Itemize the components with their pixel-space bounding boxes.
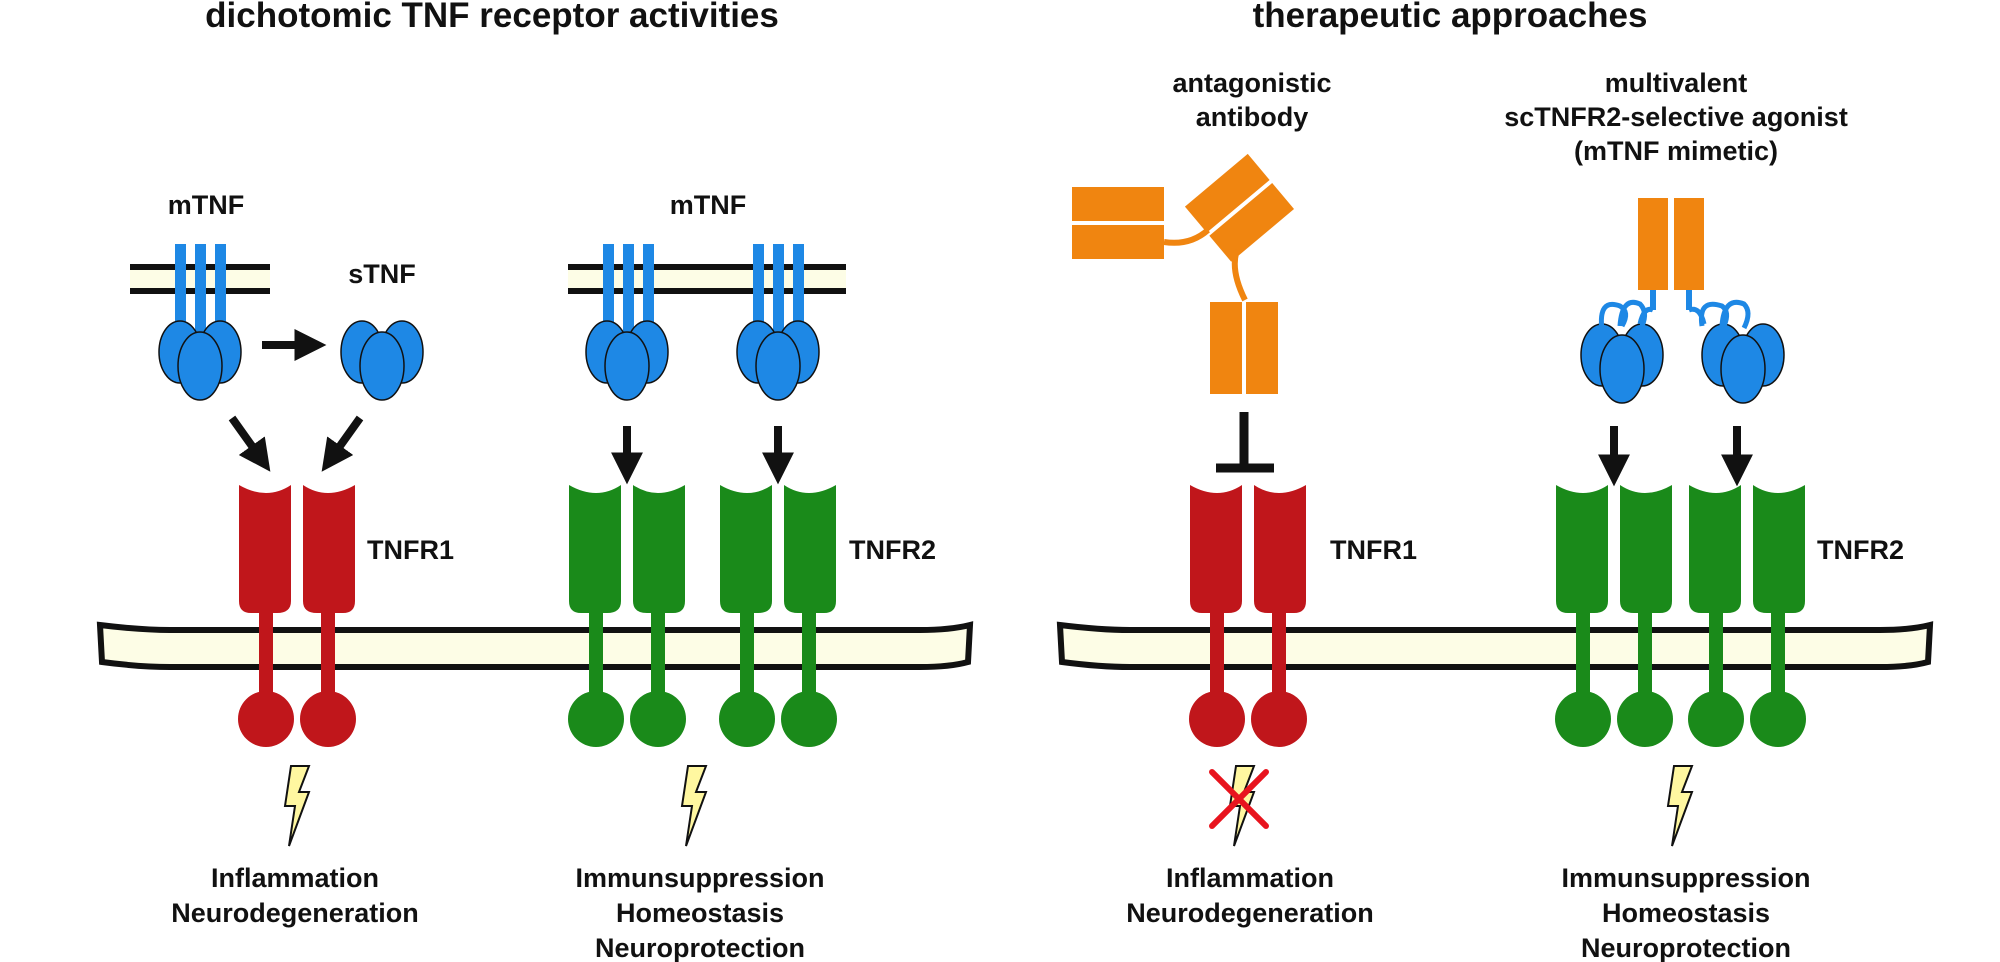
antibody-label-line-2: antibody <box>1196 102 1309 132</box>
cell-membrane-left <box>96 621 974 670</box>
tnfr2-receptor-right-b <box>1688 485 1806 747</box>
tnfr2-outcome-right-line-1: Immunsuppression <box>1561 863 1810 893</box>
tnfr1-label-right: TNFR1 <box>1330 535 1417 565</box>
tnfr2-receptor-left-a <box>568 485 686 747</box>
lightning-icon <box>284 765 310 847</box>
tnfr2-outcome-right-line-3: Neuroprotection <box>1581 933 1791 962</box>
lightning-icon <box>1667 765 1693 847</box>
inhibition-bar <box>1216 412 1274 473</box>
tnfr1-receptor-left <box>238 485 356 747</box>
antagonistic-antibody <box>1072 153 1295 394</box>
tnfr2-receptor-right-a <box>1555 485 1673 747</box>
blocked-cross-icon <box>1209 769 1269 829</box>
arrow-mtnf-to-tnfr1 <box>228 415 271 472</box>
arrow-stnf-to-tnfr1 <box>321 415 364 472</box>
tnfr2-outcome-line-2: Homeostasis <box>616 898 784 928</box>
tnfr1-outcome-line-1: Inflammation <box>211 863 379 893</box>
mtnf-label-left: mTNF <box>168 190 245 220</box>
tnfr2-agonist <box>1580 198 1785 404</box>
cell-membrane-right <box>1056 621 1934 670</box>
tnfr2-outcome-line-3: Neuroprotection <box>595 933 805 962</box>
tnfr1-outcome-right-line-2: Neurodegeneration <box>1126 898 1374 928</box>
lightning-icon <box>681 765 707 847</box>
left-panel-title: dichotomic TNF receptor activities <box>205 0 779 35</box>
tnfr2-label-left: TNFR2 <box>849 535 936 565</box>
mtnf-label-right: mTNF <box>670 190 747 220</box>
tnfr2-outcome-line-1: Immunsuppression <box>575 863 824 893</box>
stnf-label: sTNF <box>348 259 416 289</box>
stnf-trimer <box>340 320 424 401</box>
tnfr1-receptor-right <box>1189 485 1307 747</box>
tnfr2-label-right: TNFR2 <box>1817 535 1904 565</box>
tnfr1-label-left: TNFR1 <box>367 535 454 565</box>
tnfr2-receptor-left-b <box>719 485 837 747</box>
agonist-label-line-1: multivalent <box>1605 68 1748 98</box>
mtnf-trimer-3 <box>736 244 820 401</box>
right-panel-title: therapeutic approaches <box>1253 0 1648 35</box>
agonist-label-line-2: scTNFR2-selective agonist <box>1504 102 1848 132</box>
agonist-label-line-3: (mTNF mimetic) <box>1574 136 1778 166</box>
tnfr1-outcome-line-2: Neurodegeneration <box>171 898 419 928</box>
mtnf-trimer-1 <box>158 244 242 401</box>
tnfr1-outcome-right-line-1: Inflammation <box>1166 863 1334 893</box>
mtnf-trimer-2 <box>585 244 669 401</box>
antibody-label-line-1: antagonistic <box>1172 68 1331 98</box>
tnfr2-outcome-right-line-2: Homeostasis <box>1602 898 1770 928</box>
